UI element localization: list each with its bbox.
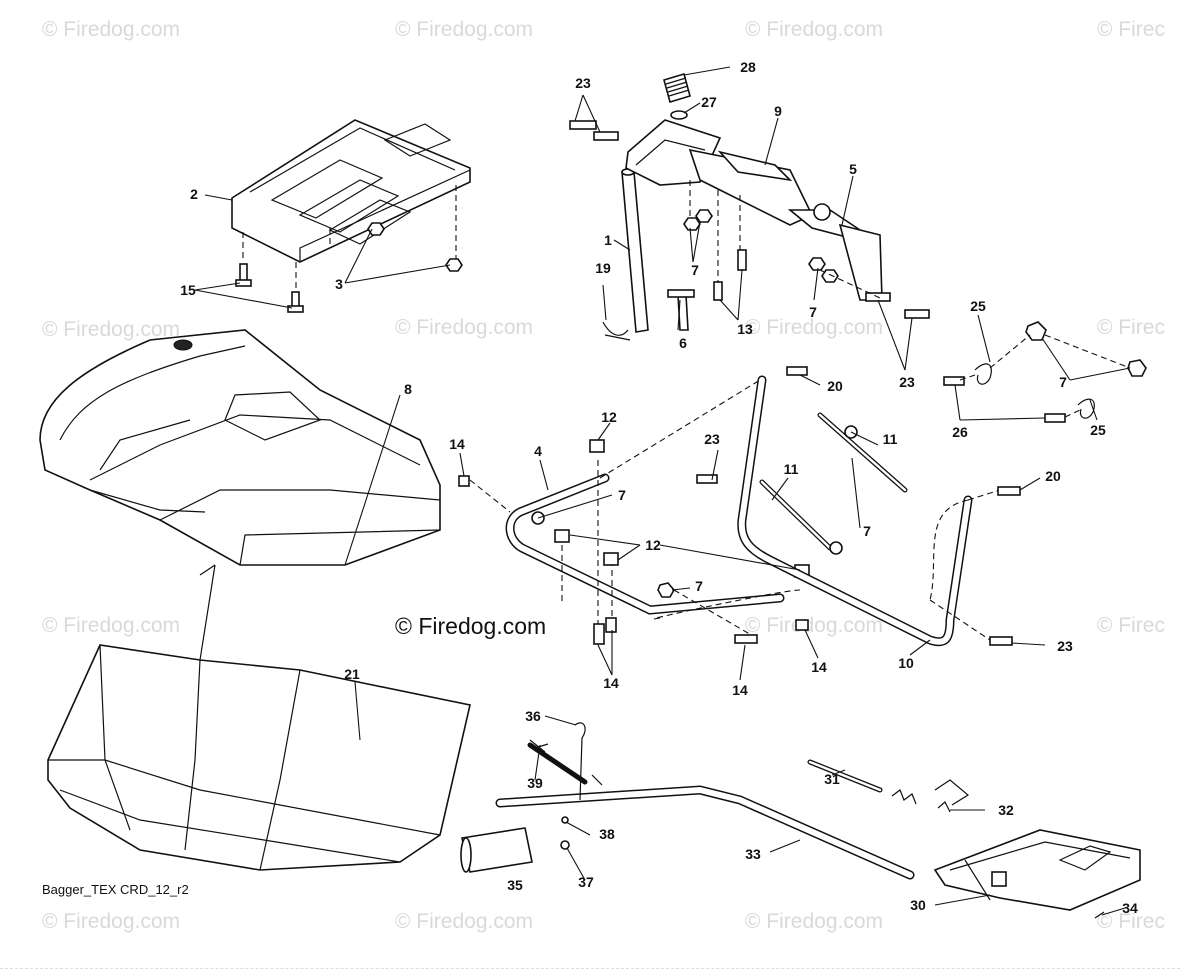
watermark: © Firedog.com bbox=[745, 316, 884, 339]
center-watermark: © Firedog.com bbox=[395, 613, 547, 639]
callout-5: 5 bbox=[849, 161, 857, 177]
watermark: © Firedog.com bbox=[395, 910, 534, 933]
footer-divider bbox=[0, 968, 1180, 969]
callout-15: 15 bbox=[180, 282, 196, 298]
watermark: © Firedog.com bbox=[745, 614, 884, 637]
callout-13: 13 bbox=[737, 321, 753, 337]
callout-7f: 7 bbox=[695, 578, 703, 594]
callout-19: 19 bbox=[595, 260, 611, 276]
part-30-32-assembly bbox=[807, 759, 1141, 919]
callout-25a: 25 bbox=[970, 298, 986, 314]
part-21-panel bbox=[47, 564, 471, 871]
callout-7a: 7 bbox=[691, 262, 699, 278]
callout-7b: 7 bbox=[809, 304, 817, 320]
part-4-frame bbox=[469, 379, 810, 645]
part-11-links bbox=[458, 412, 908, 555]
watermark: © Firec bbox=[1097, 18, 1165, 41]
watermark: © Firedog.com bbox=[42, 318, 181, 341]
watermark: © Firec bbox=[1097, 316, 1165, 339]
callout-7e: 7 bbox=[618, 487, 626, 503]
callout-14a: 14 bbox=[449, 436, 465, 452]
callout-36: 36 bbox=[525, 708, 541, 724]
callout-30: 30 bbox=[910, 897, 926, 913]
part-10-frame bbox=[653, 366, 1021, 647]
watermark: © Firec bbox=[1097, 614, 1165, 637]
callout-3: 3 bbox=[335, 276, 343, 292]
callout-14c: 14 bbox=[732, 682, 748, 698]
callout-14d: 14 bbox=[811, 659, 827, 675]
callout-35: 35 bbox=[507, 877, 523, 893]
part-3-nuts bbox=[367, 222, 463, 272]
callout-14b: 14 bbox=[603, 675, 619, 691]
callout-12a: 12 bbox=[601, 409, 617, 425]
part-15-bolts bbox=[235, 232, 304, 313]
callout-34: 34 bbox=[1122, 900, 1138, 916]
callout-23d: 23 bbox=[1057, 638, 1073, 654]
callout-1: 1 bbox=[604, 232, 612, 248]
part-2-cover bbox=[231, 119, 471, 263]
callout-6: 6 bbox=[679, 335, 687, 351]
callout-23b: 23 bbox=[899, 374, 915, 390]
callout-9: 9 bbox=[774, 103, 782, 119]
callout-4: 4 bbox=[534, 443, 542, 459]
callout-11a: 11 bbox=[882, 431, 898, 447]
callout-10: 10 bbox=[898, 655, 914, 671]
callout-27: 27 bbox=[701, 94, 717, 110]
callout-38: 38 bbox=[599, 826, 615, 842]
callout-20a: 20 bbox=[827, 378, 843, 394]
part-1-column bbox=[602, 168, 695, 341]
callout-25b: 25 bbox=[1090, 422, 1106, 438]
callout-2: 2 bbox=[190, 186, 198, 202]
callout-33: 33 bbox=[745, 846, 761, 862]
callout-7d: 7 bbox=[863, 523, 871, 539]
part-33-shaft bbox=[460, 722, 915, 880]
watermark: © Firec bbox=[1097, 910, 1165, 933]
callout-37: 37 bbox=[578, 874, 594, 890]
watermark: © Firedog.com bbox=[42, 910, 181, 933]
callout-39: 39 bbox=[527, 775, 543, 791]
leader-lines bbox=[194, 66, 1131, 916]
watermark: © Firedog.com bbox=[395, 316, 534, 339]
callout-32: 32 bbox=[998, 802, 1014, 818]
callout-8: 8 bbox=[404, 381, 412, 397]
part-bracket-assembly bbox=[569, 72, 930, 319]
callout-23c: 23 bbox=[704, 431, 720, 447]
watermark: © Firedog.com bbox=[745, 910, 884, 933]
part-25-26-cluster bbox=[943, 321, 1147, 423]
watermark: © Firedog.com bbox=[395, 18, 534, 41]
callout-21: 21 bbox=[344, 666, 360, 682]
callout-31: 31 bbox=[824, 771, 840, 787]
callout-26: 26 bbox=[952, 424, 968, 440]
callout-11b: 11 bbox=[783, 461, 799, 477]
watermark: © Firedog.com bbox=[745, 18, 884, 41]
watermark: © Firedog.com bbox=[42, 614, 181, 637]
watermark: © Firedog.com bbox=[42, 18, 181, 41]
callout-7c: 7 bbox=[1059, 374, 1067, 390]
part-8-hood bbox=[39, 329, 441, 566]
callout-12b: 12 bbox=[645, 537, 661, 553]
callout-28: 28 bbox=[740, 59, 756, 75]
callout-23a: 23 bbox=[575, 75, 591, 91]
diagram-caption: Bagger_TEX CRD_12_r2 bbox=[42, 882, 189, 897]
callout-20b: 20 bbox=[1045, 468, 1061, 484]
